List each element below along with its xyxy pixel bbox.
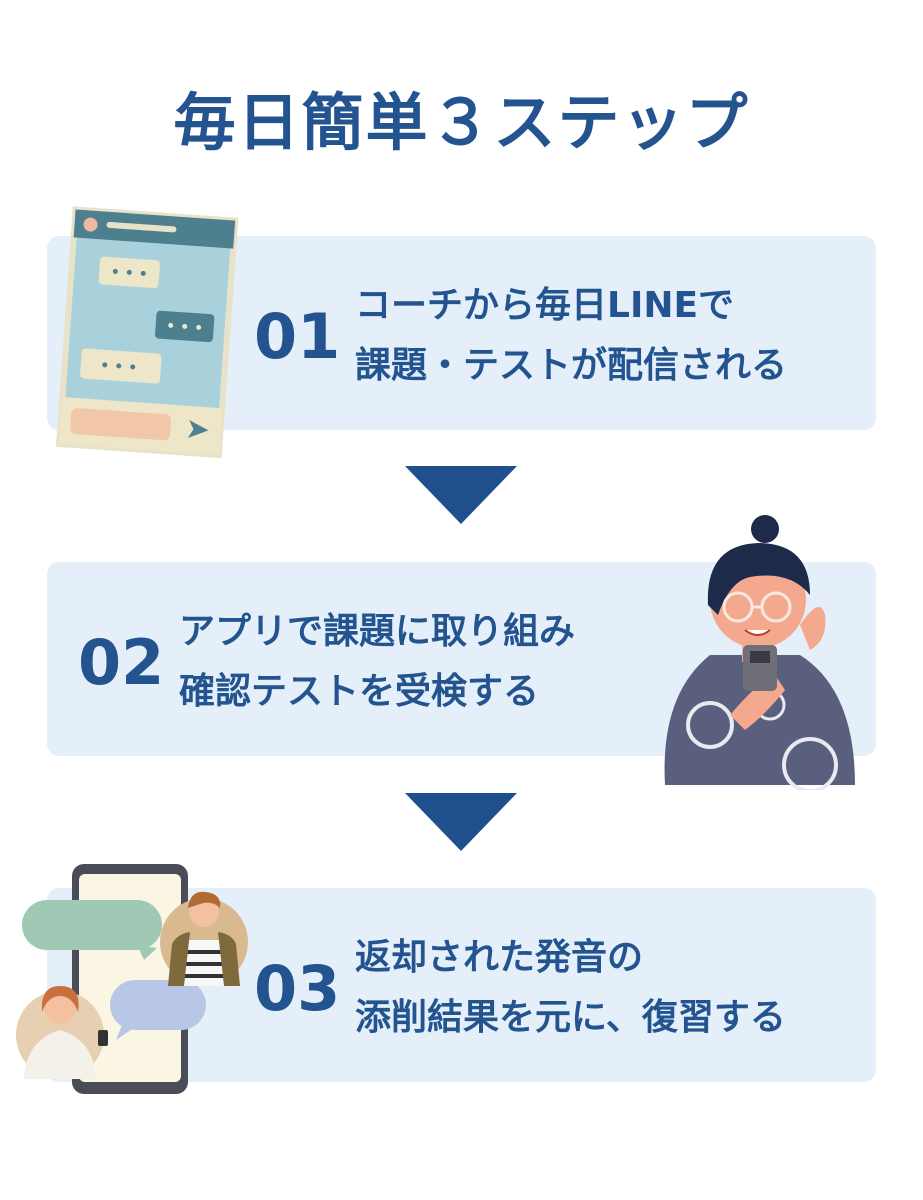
step-text: コーチから毎日LINEで 課題・テストが配信される [355,276,787,396]
people-chatting-illustration [12,860,252,1100]
page-title: 毎日簡単３ステップ [173,86,750,159]
step-text-line1: 返却された発音の [355,937,644,978]
down-arrow-icon [405,466,517,524]
step-text: アプリで課題に取り組み 確認テストを受検する [179,602,575,722]
step-number: 02 [78,626,165,699]
woman-with-phone-illustration [650,515,865,790]
step-text-line1: コーチから毎日LINEで [355,285,735,326]
step-number: 01 [254,300,341,373]
chat-phone-icon [55,205,245,465]
step-number: 03 [254,952,341,1025]
step-text-line2: 添削結果を元に、復習する [355,997,786,1038]
step-text-line2: 確認テストを受検する [179,671,540,712]
down-arrow-icon [405,793,517,851]
step-text-line1: アプリで課題に取り組み [179,611,576,652]
step-text: 返却された発音の 添削結果を元に、復習する [355,928,786,1048]
step-text-line2: 課題・テストが配信される [355,345,788,386]
